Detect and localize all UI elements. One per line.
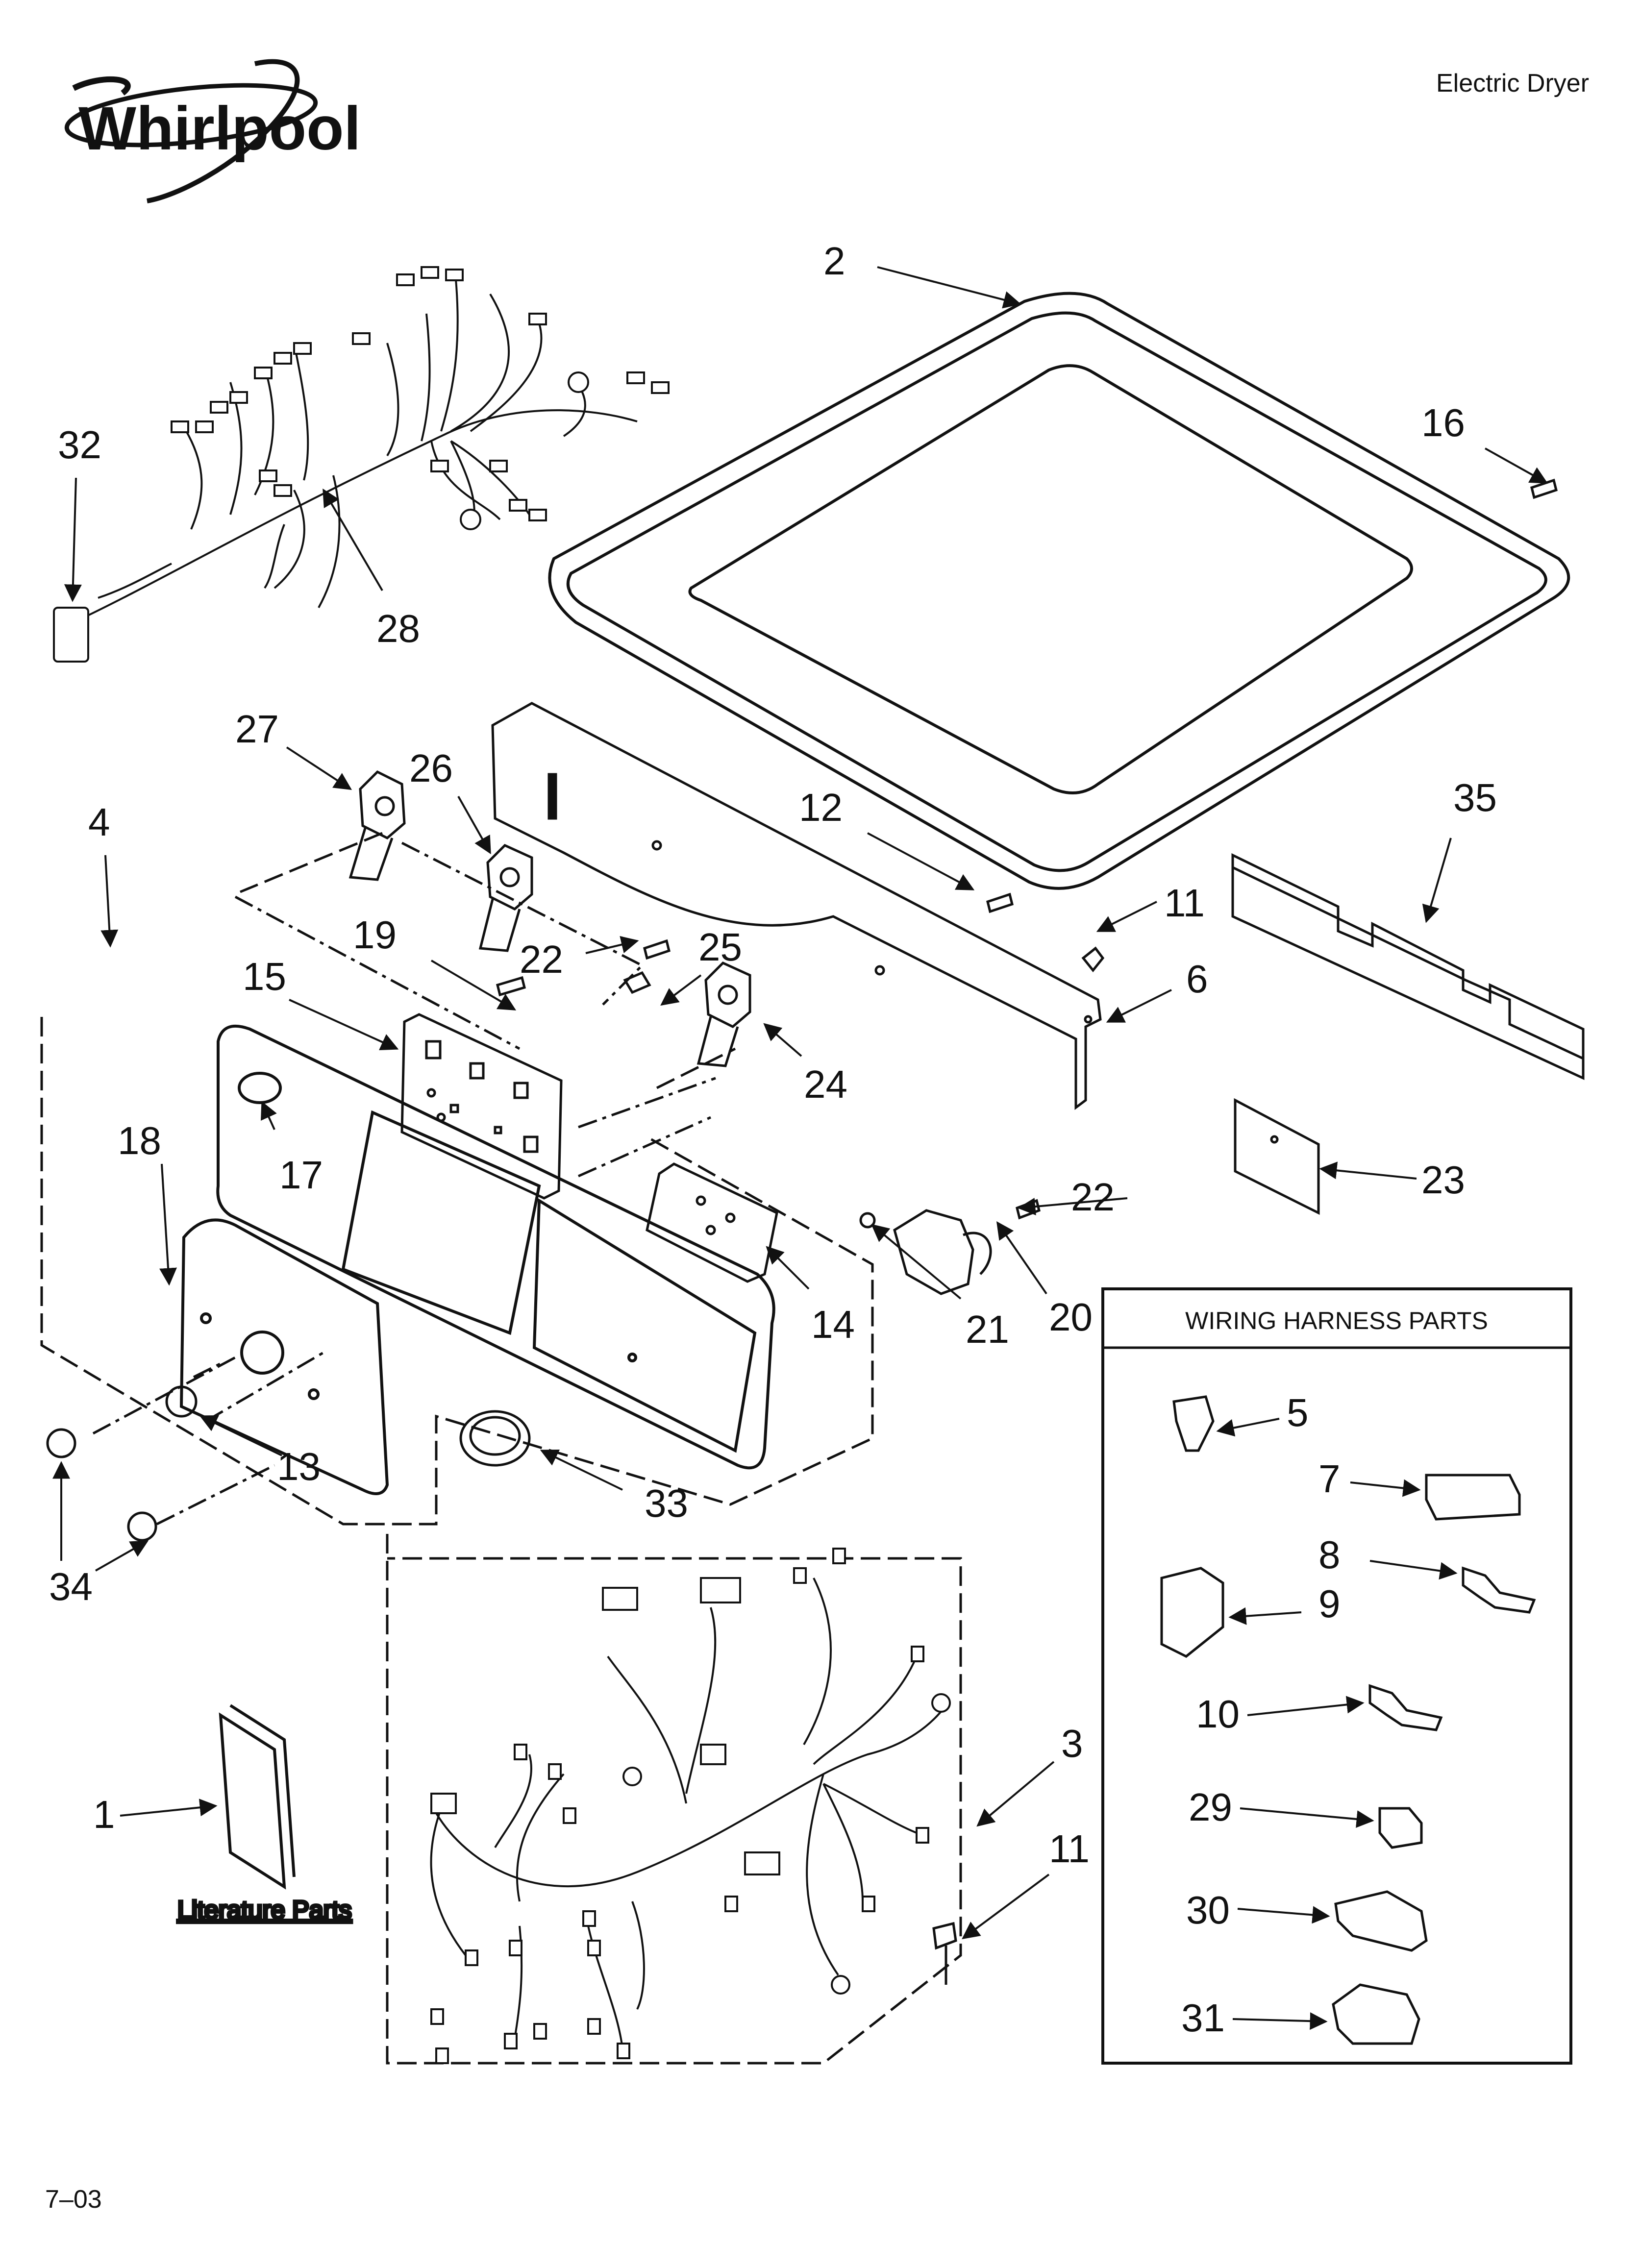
callout-7: 7	[1318, 1457, 1341, 1501]
leader-arrows	[52, 266, 1548, 2030]
callout-13: 13	[277, 1445, 321, 1488]
callout-24: 24	[804, 1062, 847, 1106]
console	[216, 1024, 775, 1470]
callout-11b: 11	[1049, 1827, 1090, 1871]
control-board	[400, 1013, 563, 1200]
callout-16: 16	[1421, 401, 1465, 444]
assembly-outlines	[40, 832, 962, 2065]
callout-15: 15	[243, 955, 286, 998]
wiring-box-title: WIRING HARNESS PARTS	[1185, 1307, 1488, 1334]
callout-27: 27	[235, 707, 279, 751]
console-frame	[491, 702, 1102, 1110]
callout-9: 9	[1318, 1582, 1341, 1626]
callout-3: 3	[1061, 1722, 1083, 1765]
callout-10: 10	[1196, 1692, 1240, 1736]
callout-22a: 22	[520, 937, 563, 981]
callout-23: 23	[1421, 1158, 1465, 1202]
callout-25: 25	[698, 925, 742, 969]
callout-29: 29	[1189, 1785, 1232, 1829]
assembly-outlines-2	[92, 841, 716, 1526]
callout-12: 12	[799, 786, 843, 829]
label-23	[1234, 1098, 1320, 1215]
wiring-harness	[73, 279, 638, 623]
insulation-35	[1231, 853, 1585, 1080]
wiring-harness-parts-box: WIRING HARNESS PARTS	[1101, 1287, 1572, 2065]
revision-code: 7–03	[45, 2185, 102, 2214]
callout-8: 8	[1318, 1533, 1341, 1577]
callout-5: 5	[1287, 1391, 1309, 1434]
callout-11a: 11	[1164, 881, 1205, 925]
callout-21: 21	[966, 1307, 1009, 1351]
literature-book: Literature Parts	[176, 1704, 353, 1926]
callout-20: 20	[1049, 1295, 1093, 1339]
screw-11-lower	[932, 1922, 957, 1985]
knob-panel-18	[179, 1218, 389, 1495]
document-type: Electric Dryer	[1436, 69, 1590, 98]
callout-26: 26	[409, 746, 453, 790]
lower-harness-connectors	[430, 1548, 951, 2064]
whirlpool-logo: Whirlpool	[64, 59, 361, 203]
callout-17: 17	[279, 1153, 323, 1197]
timer-motor	[893, 1209, 992, 1295]
callout-19: 19	[353, 913, 397, 957]
callout-1: 1	[93, 1793, 115, 1836]
callout-32: 32	[58, 423, 101, 467]
callout-4: 4	[88, 800, 110, 844]
switch-24	[696, 961, 751, 1067]
lower-harness	[430, 1578, 947, 2049]
callout-6: 6	[1186, 957, 1208, 1001]
callout-14: 14	[811, 1303, 855, 1346]
callout-18: 18	[118, 1119, 161, 1162]
callout-2: 2	[823, 239, 845, 283]
switch-26	[478, 844, 533, 952]
callout-28: 28	[376, 607, 420, 650]
callout-22b: 22	[1071, 1175, 1115, 1219]
switch-27	[348, 770, 406, 881]
callout-34: 34	[49, 1565, 93, 1608]
harness-connectors	[53, 266, 670, 663]
callout-31: 31	[1181, 1996, 1225, 2040]
top-panel	[548, 292, 1570, 890]
callout-30: 30	[1186, 1888, 1230, 1932]
screws	[496, 478, 1558, 1229]
literature-label: Literature Parts	[177, 1896, 352, 1924]
overlay-14	[646, 1162, 778, 1283]
callout-33: 33	[645, 1481, 688, 1525]
callout-35: 35	[1453, 776, 1497, 819]
callout-labels: 2 16 32 28 27 26 4 12 35 19 22 25 11 15 …	[49, 239, 1497, 2040]
brand-name: Whirlpool	[78, 95, 361, 163]
